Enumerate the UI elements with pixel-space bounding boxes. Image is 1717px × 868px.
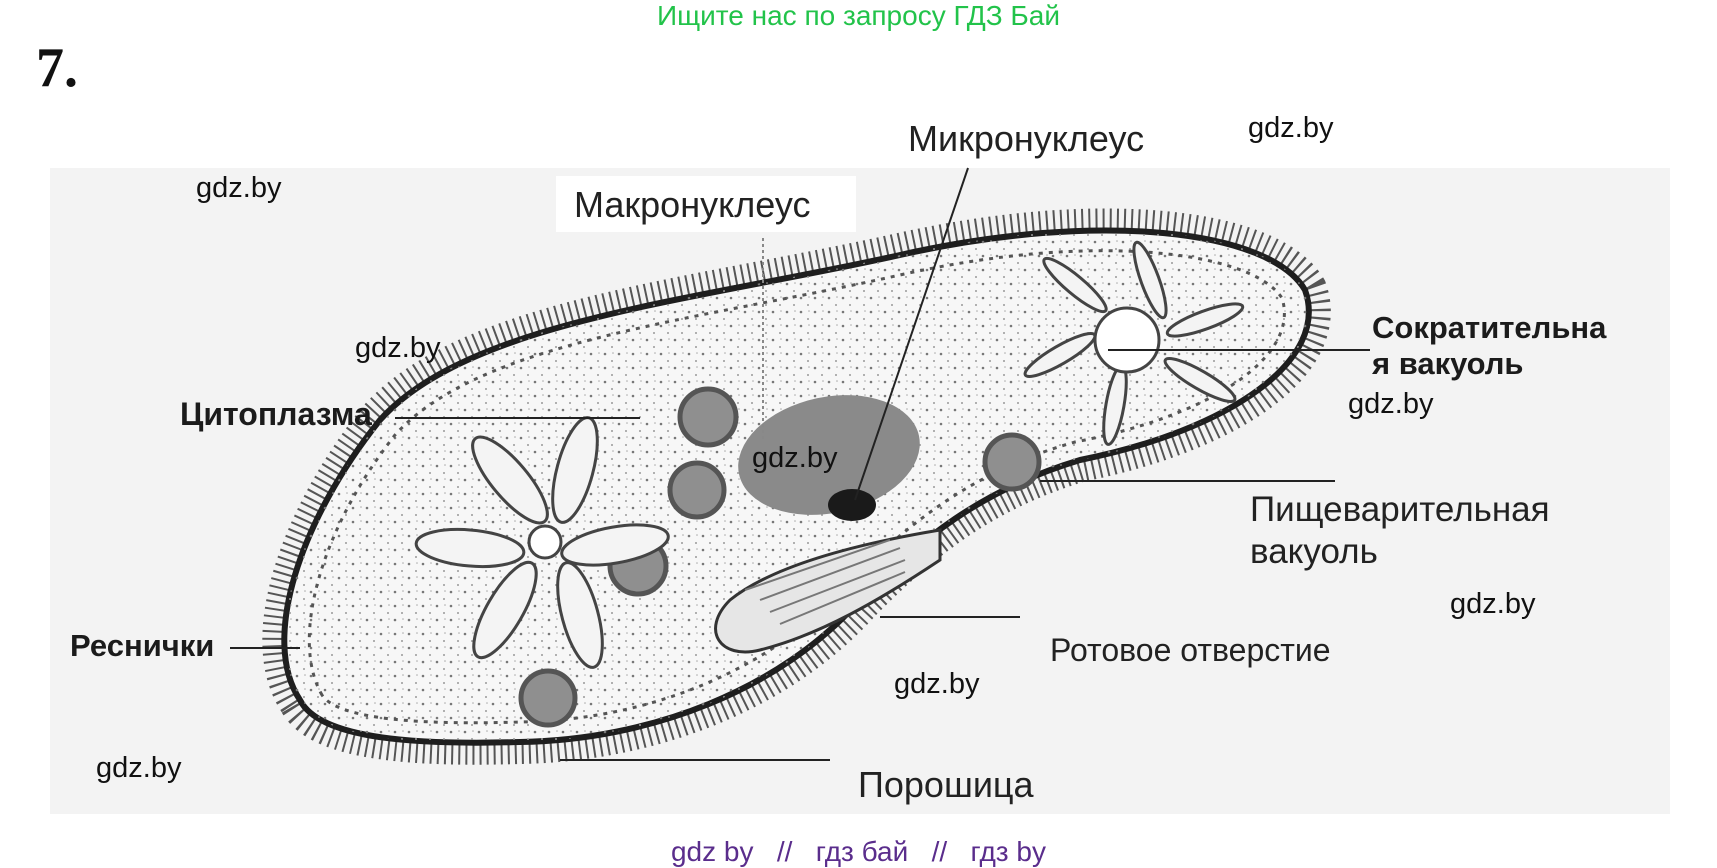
- watermark: gdz.by: [1248, 112, 1334, 144]
- footer-link-gdz-by-2[interactable]: гдз by: [970, 836, 1046, 867]
- macronucleus-label-box: [556, 176, 856, 232]
- footer: gdz by // гдз бай // гдз by: [0, 836, 1717, 868]
- macronucleus-label: Макронуклеус: [574, 184, 811, 225]
- leader-lines: [230, 167, 1370, 761]
- cilia-label: Реснички: [70, 628, 215, 663]
- anal-pore-label: Порошица: [858, 764, 1034, 805]
- watermark: gdz.by: [752, 442, 838, 474]
- footer-link-gdz-by[interactable]: gdz by: [670, 836, 754, 867]
- contractile-vacuole-label-line2: я вакуоль: [1372, 346, 1524, 381]
- task-number: 7.: [36, 37, 78, 99]
- digestive-vacuole-label-line2: вакуоль: [1250, 532, 1378, 571]
- micronucleus-label: Микронуклеус: [908, 118, 1145, 159]
- watermark: gdz.by: [196, 172, 282, 204]
- footer-separator: //: [776, 836, 793, 867]
- contractile-vacuole-right: [1023, 240, 1245, 446]
- watermark: gdz.by: [1450, 588, 1536, 620]
- cytoplasm-label: Цитоплазма: [180, 396, 372, 432]
- watermark: gdz.by: [1348, 388, 1434, 420]
- watermark: gdz.by: [96, 752, 182, 784]
- contractile-vacuole-label-line1: Сократительна: [1372, 310, 1607, 345]
- top-banner[interactable]: Ищите нас по запросу ГДЗ Бай: [656, 0, 1061, 31]
- watermark: gdz.by: [355, 332, 441, 364]
- watermark: gdz.by: [894, 668, 980, 700]
- macronucleus: [738, 395, 920, 515]
- footer-link-gdz-bai[interactable]: гдз бай: [815, 836, 909, 867]
- pellicle: [307, 249, 1286, 725]
- footer-separator: //: [931, 836, 948, 867]
- digestive-vacuole-label-line1: Пищеварительная: [1250, 490, 1550, 529]
- contractile-vacuole-left: [414, 416, 670, 669]
- micronucleus: [828, 489, 876, 521]
- mouth-label: Ротовое отверстие: [1050, 632, 1331, 668]
- oral-groove: [714, 528, 942, 654]
